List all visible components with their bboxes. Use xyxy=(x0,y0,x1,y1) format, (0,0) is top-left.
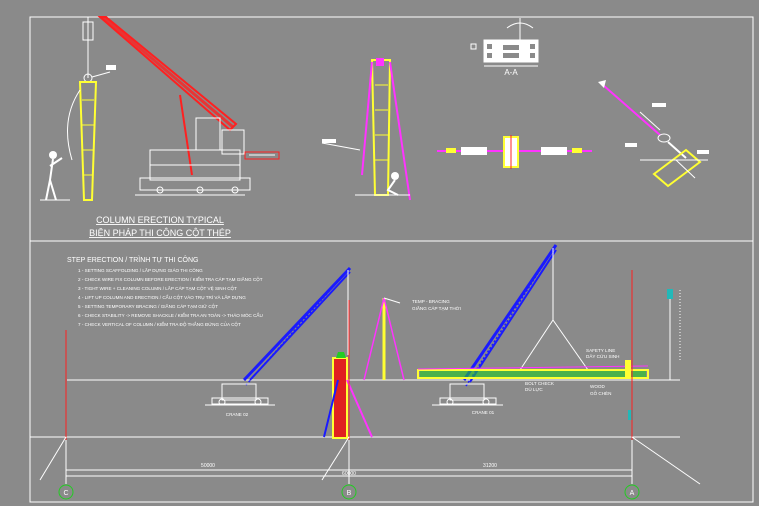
dim-total: 60000 xyxy=(342,471,356,477)
grid-bubble-c: C xyxy=(58,484,74,500)
section-label: A-A xyxy=(504,68,518,77)
step-1: 1 - SETTING SCAFFOLDING / LẮP DỰNG GIÁO … xyxy=(78,266,203,273)
step-2: 2 - CHECK WIRE FIX COLUMN BEFORE ERECTIO… xyxy=(78,275,263,282)
grid-bubble-a: A xyxy=(624,484,640,500)
crane-01 xyxy=(432,244,589,406)
grid-bubble-b: B xyxy=(341,484,357,500)
grid-label-c: C xyxy=(63,490,68,497)
bolt-check-en: BOLT CHECK xyxy=(525,381,555,386)
crane-01-label: CRANE 01 xyxy=(472,410,495,415)
wood-en: WOOD xyxy=(590,384,605,389)
column-at-axis-b xyxy=(323,352,373,439)
step-6: 6 - CHECK STABILITY -> REMOVE SHACKLE / … xyxy=(78,312,263,318)
safety-line-vn: DÂY CỨU SINH xyxy=(586,353,619,359)
right-post xyxy=(628,289,681,420)
step-7: 7 - CHECK VERTICAL OF COLUMN / KIỂM TRA … xyxy=(78,321,241,327)
bracing-detail xyxy=(598,80,709,188)
temp-bracing-vn: GIẰNG CÁP TẠM THỜI xyxy=(412,304,461,311)
base-plate-detail xyxy=(470,18,539,67)
column-plan-view xyxy=(437,135,592,169)
step-4: 4 - LIFT UP COLUMN AND ERECTION / CẨU CỘ… xyxy=(78,293,246,300)
grid-label-b: B xyxy=(347,490,352,497)
step-3: 3 - TIGHT WIRE + CLEANING COLUMN / LẮP C… xyxy=(78,284,237,291)
steps-heading: STEP ERECTION / TRÌNH TỰ THI CÔNG xyxy=(67,255,198,264)
grid-label-a: A xyxy=(630,490,635,497)
steps-list: 1 - SETTING SCAFFOLDING / LẮP DỰNG GIÁO … xyxy=(78,266,263,327)
outer-frame xyxy=(29,16,754,503)
braced-column xyxy=(363,297,405,381)
title-vn: BIỆN PHÁP THI CÔNG CỘT THÉP xyxy=(89,228,231,238)
temp-bracing-en: TEMP - BRACING xyxy=(412,299,450,304)
wood-vn: GỖ CHÈN xyxy=(590,390,611,396)
horizontal-column xyxy=(417,360,649,379)
column-scaffold-view xyxy=(321,58,411,201)
title-en: COLUMN ERECTION TYPICAL xyxy=(96,215,224,225)
crane-02 xyxy=(205,266,352,406)
safety-line-en: SAFETY LINE xyxy=(586,348,615,353)
dimension-lines xyxy=(39,436,701,485)
dim-right: 31200 xyxy=(483,463,497,469)
top-left-erection-view xyxy=(40,15,280,201)
dim-left: 50000 xyxy=(201,463,215,469)
step-5: 5 - SETTING TEMPORARY BRACING / GIẰNG CÁ… xyxy=(78,302,218,309)
crane-02-label: CRANE 02 xyxy=(226,412,249,417)
bolt-check-vn: DÙ LỰC xyxy=(525,386,543,392)
